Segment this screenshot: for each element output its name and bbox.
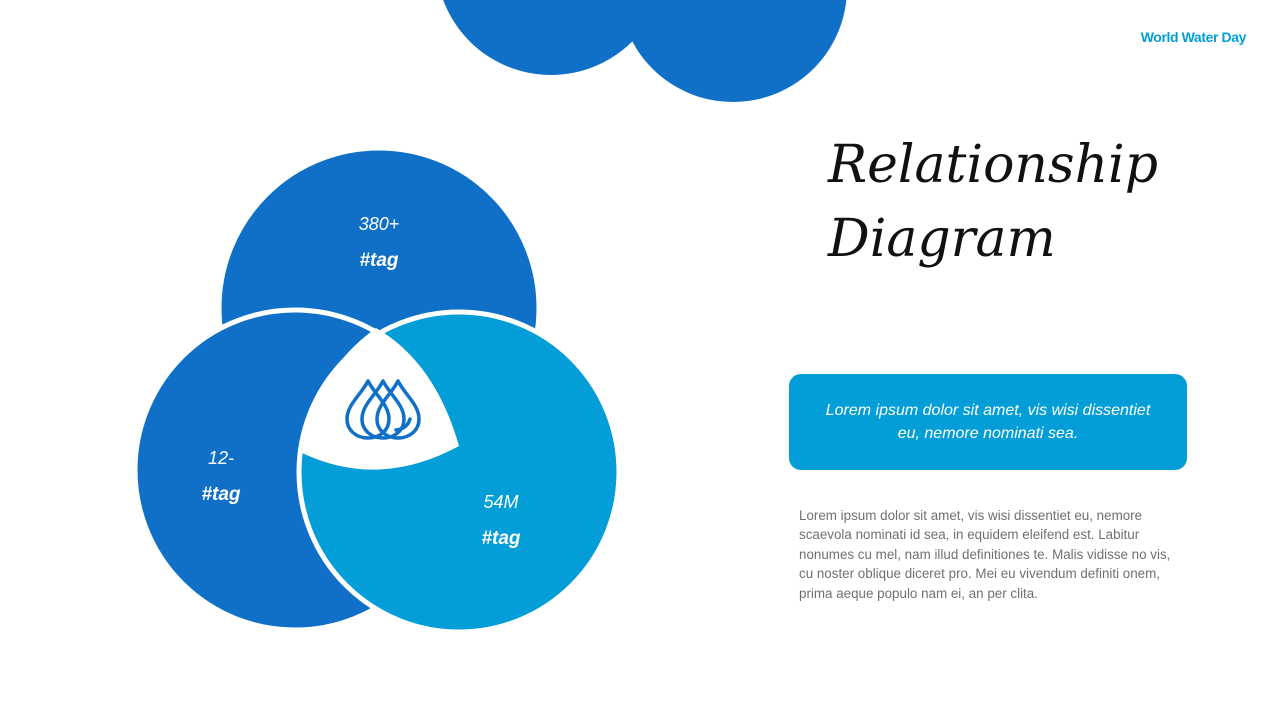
venn-right-tag: #tag	[481, 528, 520, 549]
title-line-1: Relationship	[828, 135, 1158, 195]
page-title: Relationship Diagram	[828, 128, 1158, 276]
title-line-2: Diagram	[828, 209, 1056, 269]
callout-box: Lorem ipsum dolor sit amet, vis wisi dis…	[789, 374, 1187, 470]
relationship-diagram: 380+ #tag 12- #tag 54M #tag	[135, 148, 619, 632]
venn-top-tag: #tag	[359, 250, 398, 271]
venn-top-value: 380+	[359, 214, 400, 234]
venn-left-tag: #tag	[201, 484, 240, 505]
water-drops-icon	[345, 379, 421, 440]
cloud-circle-left	[443, 0, 659, 75]
venn-left-value: 12-	[208, 448, 234, 468]
venn-right-value: 54M	[483, 492, 518, 512]
brand-label: World Water Day	[1140, 29, 1247, 45]
top-cloud-decoration	[443, 0, 847, 102]
cloud-circle-right	[619, 0, 847, 102]
body-paragraph: Lorem ipsum dolor sit amet, vis wisi dis…	[799, 508, 1171, 601]
cloud-circle-far-right	[763, 0, 827, 5]
callout-text: Lorem ipsum dolor sit amet, vis wisi dis…	[825, 402, 1151, 442]
